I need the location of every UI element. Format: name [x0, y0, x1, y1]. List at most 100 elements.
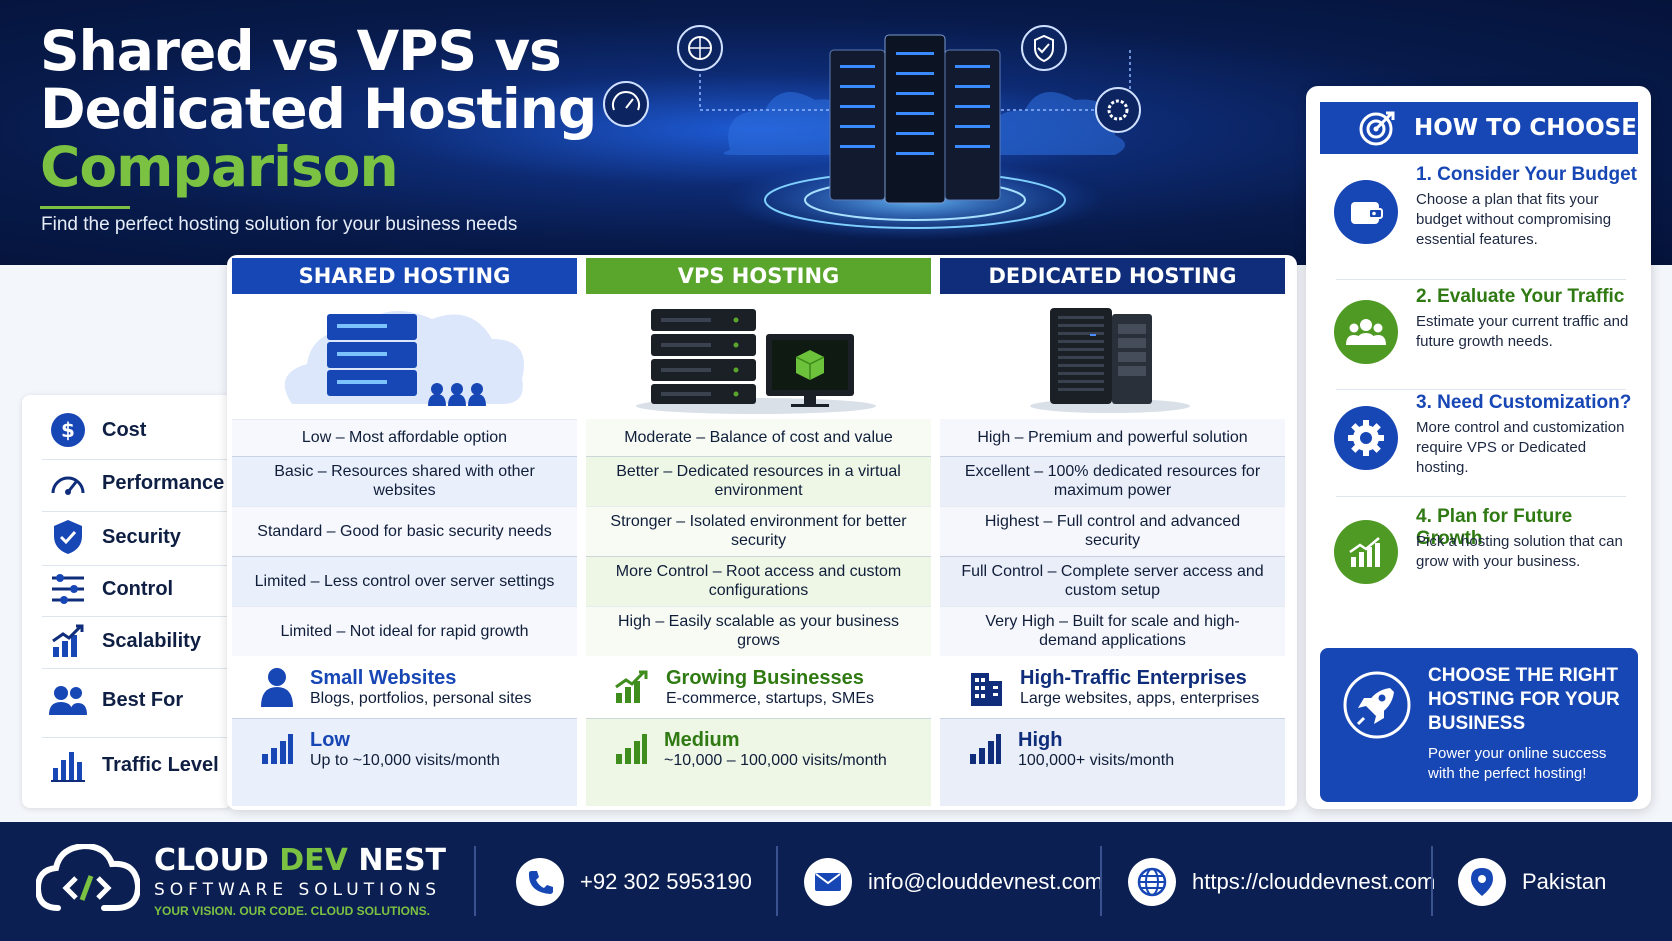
dedicated-traffic-title: High [1018, 728, 1063, 751]
phone-icon [516, 858, 564, 906]
divider [474, 846, 476, 916]
label-performance: Performance [22, 463, 232, 503]
column-vps-hosting: VPS HOSTING Moderate – Balance of cost a… [586, 258, 931, 806]
users-icon [48, 680, 88, 720]
how-to-choose-header: HOW TO CHOOSE [1320, 102, 1638, 154]
dedicated-scalability: Very High – Built for scale and high-dem… [940, 606, 1285, 656]
building-icon [971, 673, 1002, 706]
step-1: 1. Consider Your Budget Choose a plan th… [1320, 164, 1638, 274]
shared-traffic-desc: Up to ~10,000 visits/month [310, 751, 500, 769]
divider [1336, 279, 1626, 280]
footer-email[interactable]: info@clouddevnest.com [804, 858, 1103, 906]
cta-banner[interactable]: CHOOSE THE RIGHT HOSTING FOR YOUR BUSINE… [1320, 648, 1638, 802]
vps-scalability: High – Easily scalable as your business … [586, 606, 931, 656]
shared-performance: Basic – Resources shared with other webs… [274, 463, 535, 499]
vps-traffic-title: Medium [664, 728, 740, 751]
divider [1336, 389, 1626, 390]
rocket-icon [1343, 671, 1411, 739]
step-1-desc: Choose a plan that fits your budget with… [1416, 191, 1612, 248]
divider [1100, 846, 1102, 916]
shared-hosting-image [232, 294, 577, 419]
label-scalability: Scalability [22, 621, 232, 661]
dedicated-performance: Excellent – 100% dedicated resources for… [964, 463, 1261, 499]
shared-security: Standard – Good for basic security needs [232, 506, 577, 556]
label-control-text: Control [102, 577, 174, 600]
column-header-shared: SHARED HOSTING [232, 258, 577, 294]
brand-tagline: YOUR VISION. OUR CODE. CLOUD SOLUTIONS. [154, 904, 431, 918]
email-icon [804, 858, 852, 906]
target-icon [1359, 111, 1395, 146]
bar-chart-icon [262, 734, 293, 764]
step-4: 4. Plan for Future Growth Pick a hosting… [1320, 506, 1638, 606]
criteria-labels-panel: $ Cost Performance Security Control Scal… [22, 395, 232, 808]
title-line-2: Dedicated Hosting [40, 77, 597, 141]
divider [1431, 846, 1433, 916]
how-to-choose-title: HOW TO CHOOSE [1414, 115, 1637, 141]
cta-title: CHOOSE THE RIGHT HOSTING FOR YOUR BUSINE… [1428, 665, 1620, 734]
sliders-icon [48, 569, 88, 609]
speed-gauge-icon [603, 81, 649, 127]
email-address: info@clouddevnest.com [868, 869, 1104, 894]
shared-best-for-desc: Blogs, portfolios, personal sites [310, 689, 532, 707]
bar-chart-icon [48, 745, 88, 785]
column-shared-hosting: SHARED HOSTING Low – Most affordable opt… [232, 258, 577, 806]
growth-chart-icon [1334, 520, 1398, 584]
title-underline [40, 206, 130, 209]
column-header-dedicated: DEDICATED HOSTING [940, 258, 1285, 294]
footer-website[interactable]: https://clouddevnest.com [1128, 858, 1435, 906]
divider [776, 846, 778, 916]
vps-server-monitor-icon [636, 309, 876, 414]
bar-chart-icon [970, 734, 1001, 764]
users-icon [1334, 300, 1398, 364]
wallet-icon [1334, 180, 1398, 244]
bar-chart-icon [616, 734, 647, 764]
dedicated-cost: High – Premium and powerful solution [940, 419, 1285, 456]
vps-control: More Control – Root access and custom co… [615, 563, 902, 599]
step-2-title: 2. Evaluate Your Traffic [1416, 286, 1625, 307]
column-header-vps: VPS HOSTING [586, 258, 931, 294]
location-pin-icon [1458, 858, 1506, 906]
label-security-text: Security [102, 525, 181, 548]
brand-subtitle: SOFTWARE SOLUTIONS [154, 880, 442, 900]
footer-phone[interactable]: +92 302 5953190 [516, 858, 752, 906]
dedicated-best-for-desc: Large websites, apps, enterprises [1020, 689, 1260, 707]
step-2: 2. Evaluate Your Traffic Estimate your c… [1320, 286, 1638, 386]
website-url: https://clouddevnest.com [1192, 869, 1436, 894]
vps-best-for-title: Growing Businesses [666, 666, 864, 689]
dedicated-server-tower-icon [1030, 308, 1190, 413]
gauge-icon [48, 463, 88, 503]
vps-traffic: Medium~10,000 – 100,000 visits/month [586, 718, 931, 780]
divider [42, 616, 232, 617]
divider [42, 511, 232, 512]
cta-desc: Power your online success with the perfe… [1428, 745, 1607, 782]
shield-icon [48, 517, 88, 557]
dedicated-control: Full Control – Complete server access an… [961, 563, 1264, 599]
vps-hosting-image [586, 294, 931, 419]
dedicated-best-for-title: High-Traffic Enterprises [1020, 666, 1247, 689]
location-text: Pakistan [1522, 869, 1607, 894]
label-security: Security [22, 517, 232, 557]
label-scalability-text: Scalability [102, 629, 201, 652]
vps-performance: Better – Dedicated resources in a virtua… [616, 463, 901, 499]
dedicated-traffic-desc: 100,000+ visits/month [1018, 751, 1175, 769]
brand-cloud-logo [36, 844, 140, 911]
page-subtitle: Find the perfect hosting solution for yo… [41, 214, 518, 235]
vps-best-for-desc: E-commerce, startups, SMEs [666, 689, 875, 707]
footer-location: Pakistan [1458, 858, 1606, 906]
label-cost-text: Cost [102, 418, 147, 441]
phone-number: +92 302 5953190 [580, 869, 752, 894]
label-best-for: Best For [22, 680, 232, 720]
person-icon [261, 668, 293, 707]
server-rack-illustration [677, 25, 1141, 240]
title-line-1: Shared vs VPS vs [40, 19, 562, 83]
label-traffic-level: Traffic Level [22, 745, 232, 785]
vps-cost: Moderate – Balance of cost and value [586, 419, 931, 456]
growth-chart-icon [615, 670, 648, 703]
shared-control: Limited – Less control over server setti… [254, 572, 555, 590]
title-line-3: Comparison [40, 135, 399, 199]
